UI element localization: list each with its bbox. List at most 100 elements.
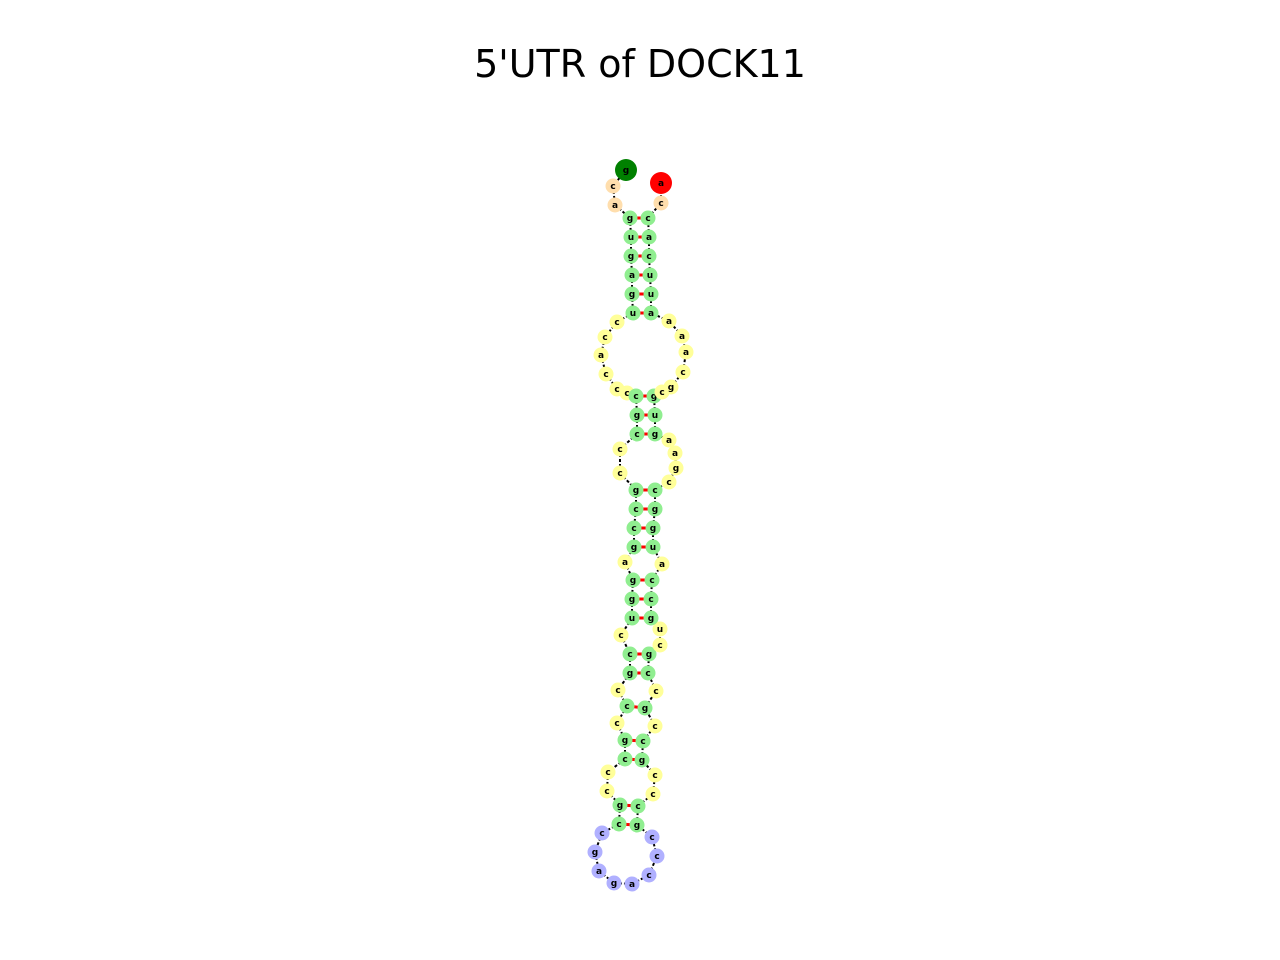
nucleotide-circle [647,407,663,423]
nucleotide: c [641,248,657,264]
nucleotide-circle [623,248,639,264]
nucleotide: c [645,786,661,802]
backbone-segment [619,433,638,450]
nucleotide: c [600,764,616,780]
nucleotide-circle [587,844,603,860]
nucleotide: u [647,407,663,423]
nucleotide-letter: u [647,271,653,281]
nucleotide-letter: g [651,392,657,402]
nucleotide: g [622,665,638,681]
nucleotide: c [609,314,625,330]
nucleotide: g [645,520,661,536]
nucleotide-circle [641,229,657,245]
nucleotide: a [661,313,677,329]
nucleotide-circle [668,460,684,476]
nucleotide-letter: c [633,392,638,402]
nucleotide: g [629,407,645,423]
nucleotide: a [624,876,640,892]
nucleotide: c [597,329,613,345]
nucleotide-circle [624,286,640,302]
nucleotide-letter: u [648,290,654,300]
nucleotide-letter: u [628,233,634,243]
nucleotide-circle [624,267,640,283]
nucleotide-circle [644,572,660,588]
nucleotide-circle [643,286,659,302]
nucleotide-circle [643,610,659,626]
nucleotide-letter: c [640,737,645,747]
nucleotide-circle [643,305,659,321]
nucleotide: g [643,610,659,626]
nucleotide-letter: c [615,686,620,696]
nucleotide-letter: g [622,736,628,746]
nucleotide-letter: c [645,669,650,679]
nucleotide-circle [634,752,650,768]
nucleotide-letter: c [616,820,621,830]
nucleotide: a [641,229,657,245]
nucleotide-letter: c [599,829,604,839]
nucleotide: a [617,554,633,570]
nucleotide: a [661,432,677,448]
nucleotide-letter: c [618,631,623,641]
nucleotide-letter: u [652,411,658,421]
nucleotide-circle [609,715,625,731]
nucleotide-circle [628,501,644,517]
nucleotide: c [609,715,625,731]
nucleotide: c [594,825,610,841]
nucleotide-circle [641,867,657,883]
nucleotide-letter: c [649,833,654,843]
nucleotide-letter: g [629,290,635,300]
nucleotide-circle [661,313,677,329]
nucleotide: c [617,751,633,767]
nucleotide-circle [617,554,633,570]
three-prime-nucleotide: a [650,172,672,194]
nucleotide-circle [625,572,641,588]
nucleotide: c [626,520,642,536]
nucleotide: g [612,797,628,813]
nucleotide: c [644,829,660,845]
nucleotide-circle [647,482,663,498]
nucleotide-circle [653,195,669,211]
nucleotide-letter: c [645,214,650,224]
nucleotide-letter: g [627,669,633,679]
nucleotide: c [647,718,663,734]
nucleotide-circle [641,646,657,662]
nucleotide: c [640,210,656,226]
nucleotide: c [640,665,656,681]
nucleotide-letter: c [646,252,651,262]
nucleotide-circle [611,816,627,832]
nucleotide: g [624,591,640,607]
nucleotide: g [629,817,645,833]
nucleotide-circle [678,344,694,360]
nucleotide-letter: g [628,252,634,262]
nucleotide: c [611,816,627,832]
nucleotide-letter: a [666,436,672,446]
nucleotide-circle [606,875,622,891]
nucleotide-letter: c [653,687,658,697]
nucleotide-circle [663,379,679,395]
nucleotide-letter: g [668,383,674,393]
nucleotide-circle [643,591,659,607]
nucleotide-circle [629,407,645,423]
nucleotide: a [643,305,659,321]
nucleotide-circle [661,474,677,490]
nucleotide: u [645,539,661,555]
nucleotide: c [598,366,614,382]
nucleotide-letter: a [629,271,635,281]
nucleotide-letter: g [630,576,636,586]
nucleotide-circle [593,347,609,363]
nucleotide-letter: a [659,560,665,570]
nucleotide: a [654,556,670,572]
nucleotide-letter: c [602,333,607,343]
nucleotide-letter: g [617,801,623,811]
nucleotide-circle [649,848,665,864]
nucleotide: g [641,646,657,662]
nucleotide-letter: g [642,704,648,714]
nucleotide: u [623,229,639,245]
nucleotide-letter: c [610,182,615,192]
nucleotide: c [635,733,651,749]
nucleotide: g [634,752,650,768]
nucleotide: g [668,460,684,476]
nucleotide: g [606,875,622,891]
